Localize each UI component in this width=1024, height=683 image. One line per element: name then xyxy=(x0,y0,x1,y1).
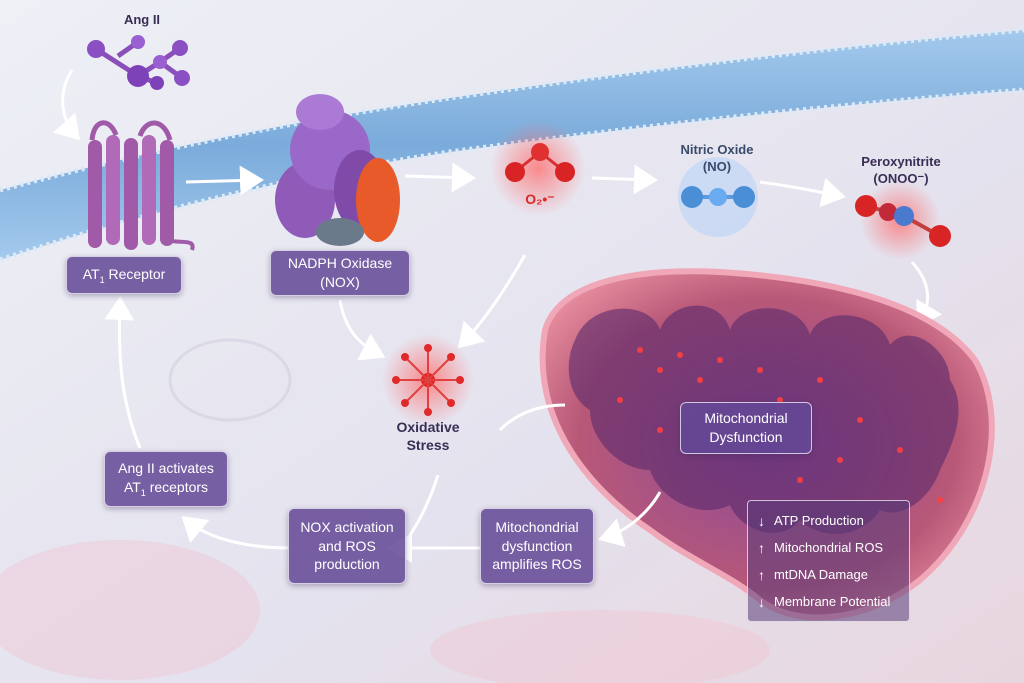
at1-receptor-text: AT1 Receptor xyxy=(82,265,166,285)
nox-line1: NADPH Oxidase xyxy=(287,255,393,272)
oxidative-stress-label: Oxidative Stress xyxy=(378,418,478,454)
arrow-icon: ↓ xyxy=(758,593,765,610)
mito-dysfunction-line2: Dysfunction xyxy=(709,429,783,445)
cell-membrane xyxy=(0,30,1024,260)
mito-dysfunction-box: Mitochondrial Dysfunction xyxy=(680,402,812,454)
ang2-activates-line2: AT1 receptors xyxy=(123,478,209,498)
arrow-icon: ↑ xyxy=(758,539,765,556)
ang2-label: Ang II xyxy=(123,12,161,27)
mito-amplifies-box: Mitochondrial dysfunction amplifies ROS xyxy=(480,508,594,584)
effect-label: Membrane Potential xyxy=(774,594,891,609)
effect-item: ↑ mtDNA Damage xyxy=(758,561,899,588)
arrow-icon: ↓ xyxy=(758,512,765,529)
ang2-activates-box: Ang II activates AT1 receptors xyxy=(104,451,228,507)
effect-item: ↓ Membrane Potential xyxy=(758,588,899,615)
nox-activation-line2: and ROS xyxy=(318,537,376,554)
peroxynitrite-molecule xyxy=(855,180,951,260)
effect-item: ↓ ATP Production xyxy=(758,507,899,534)
peroxynitrite-title: Peroxynitrite xyxy=(861,154,941,169)
nox-activation-line3: production xyxy=(314,556,380,573)
nitric-oxide-molecule xyxy=(678,157,758,237)
peroxynitrite-label: Peroxynitrite (ONOO⁻) xyxy=(846,154,956,188)
effect-label: mtDNA Damage xyxy=(774,567,868,582)
nitric-oxide-formula: (NO) xyxy=(702,158,732,174)
arrow-icon: ↑ xyxy=(758,566,765,583)
superoxide-molecule xyxy=(490,120,586,216)
stress-label: Stress xyxy=(406,437,450,454)
effect-item: ↑ Mitochondrial ROS xyxy=(758,534,899,561)
ang2-molecule xyxy=(87,35,190,90)
at1-receptor-box: AT1 Receptor xyxy=(66,256,182,294)
nox-complex xyxy=(275,94,400,246)
mito-amplifies-line1: Mitochondrial xyxy=(495,518,579,535)
oxidative-label: Oxidative xyxy=(396,419,460,435)
mito-dysfunction-line1: Mitochondrial xyxy=(704,410,788,427)
superoxide-label: O₂•⁻ xyxy=(525,191,555,207)
nox-activation-line1: NOX activation xyxy=(300,518,394,535)
nitric-oxide-title: Nitric Oxide xyxy=(680,142,754,157)
nox-line2: (NOX) xyxy=(320,274,360,290)
nox-box: NADPH Oxidase (NOX) xyxy=(270,250,410,296)
effects-panel: ↓ ATP Production ↑ Mitochondrial ROS ↑ mtDN… xyxy=(747,500,910,622)
nox-activation-box: NOX activation and ROS production xyxy=(288,508,406,584)
mito-amplifies-line3: amplifies ROS xyxy=(492,556,582,573)
ang2-activates-line1: Ang II activates xyxy=(118,460,214,477)
oxidative-stress-burst xyxy=(382,334,474,426)
effect-label: ATP Production xyxy=(774,513,864,528)
nitric-oxide-label: Nitric Oxide (NO) xyxy=(662,142,772,176)
peroxynitrite-formula: (ONOO⁻) xyxy=(873,170,929,186)
mito-amplifies-line2: dysfunction xyxy=(501,537,573,554)
effect-label: Mitochondrial ROS xyxy=(774,540,884,555)
at1-receptor-protein xyxy=(88,120,195,251)
